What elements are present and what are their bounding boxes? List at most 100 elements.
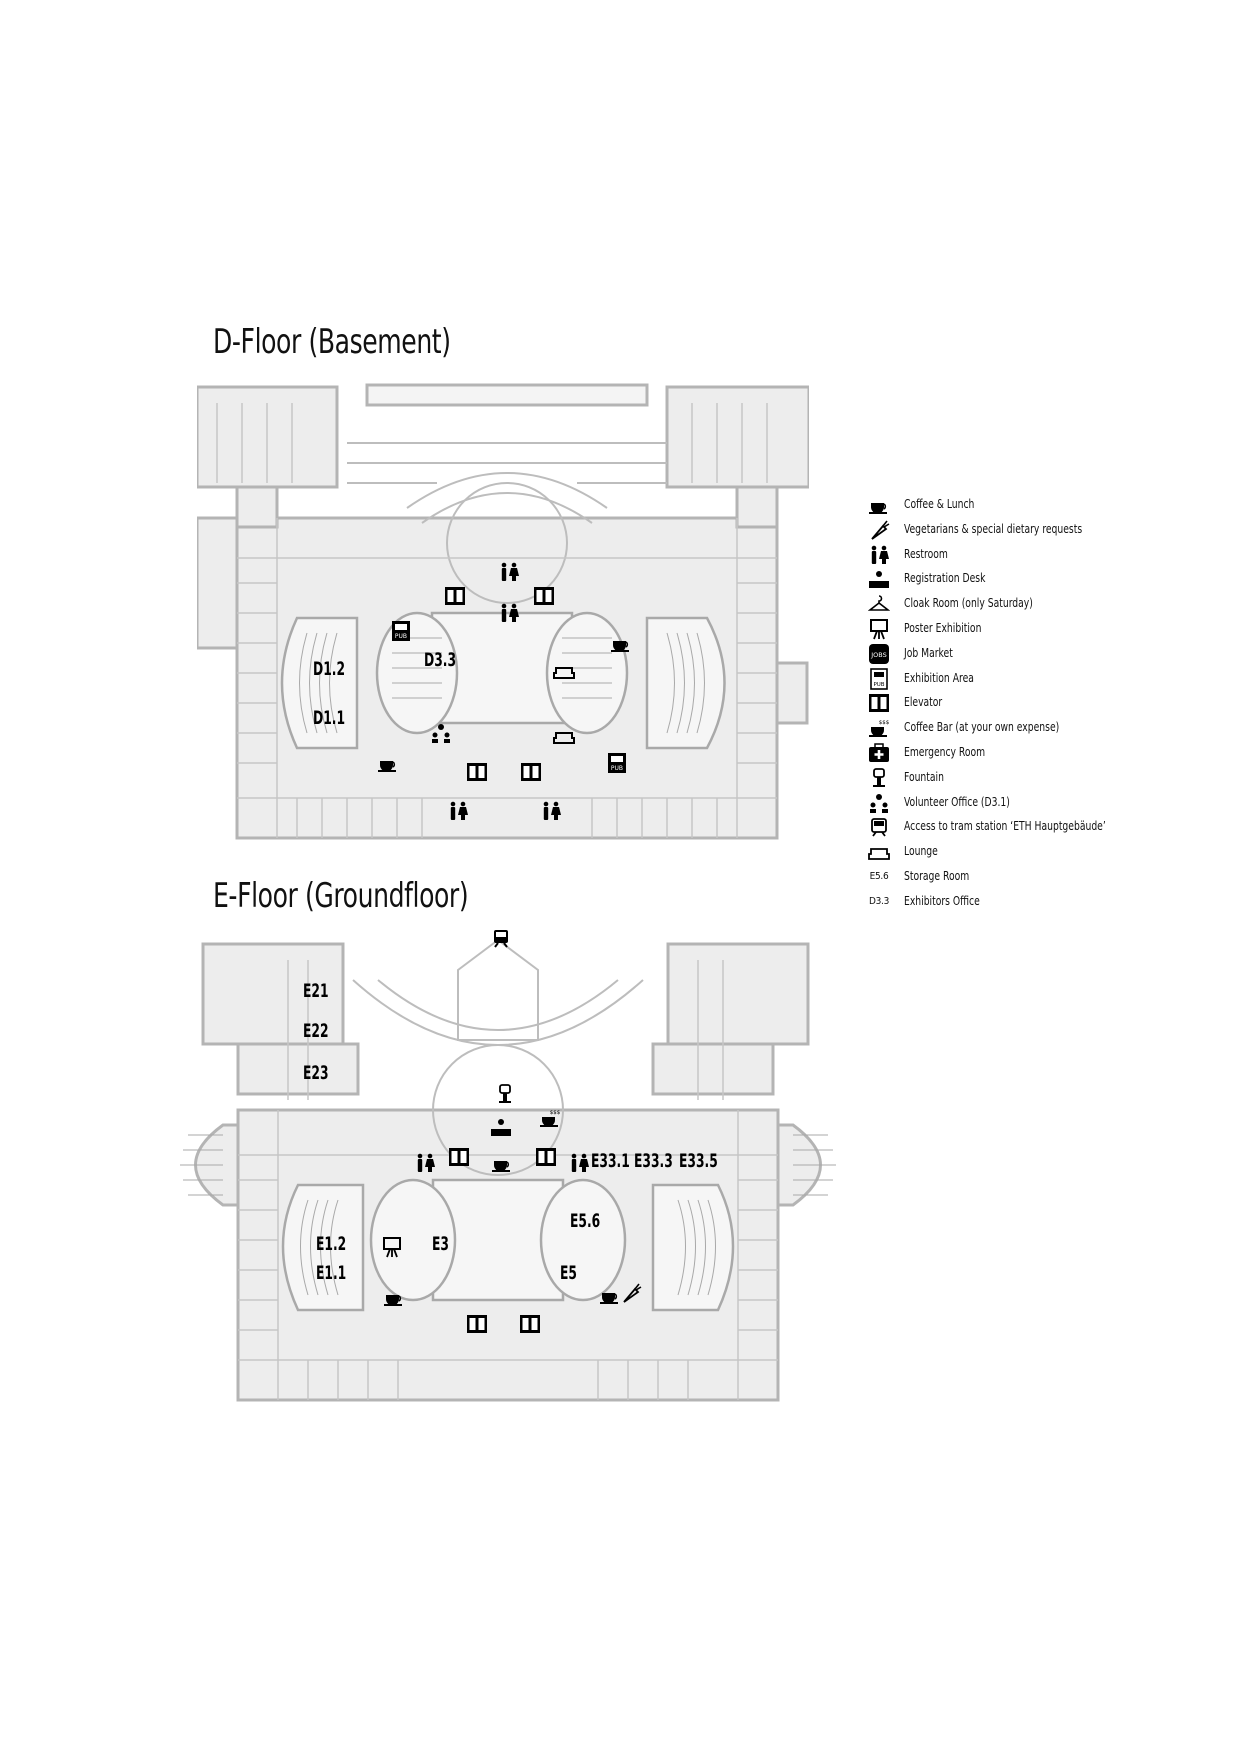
restroom-icon	[871, 545, 889, 564]
coffee-bar-icon: $$$	[869, 720, 890, 738]
carrot-icon	[871, 520, 890, 540]
sofa-icon	[868, 848, 890, 861]
room-label: E33.3	[634, 1150, 673, 1172]
hanger-icon	[868, 595, 890, 611]
exhibition-pub-icon: PUB	[608, 753, 626, 773]
legend-item: D3.3 Exhibitors Office	[868, 891, 1198, 916]
exhibition-pub-icon: PUB	[870, 667, 888, 690]
legend-item: Fountain	[868, 767, 1198, 792]
fountain-icon	[499, 1084, 511, 1103]
legend-item: PUB Exhibition Area	[868, 667, 1198, 693]
restroom-icon	[450, 801, 468, 820]
fountain-icon	[873, 767, 885, 787]
room-label: E1.2	[316, 1233, 347, 1255]
legend-item: Elevator	[868, 692, 1198, 717]
legend-label: Elevator	[904, 694, 943, 710]
room-label: E22	[303, 1020, 329, 1042]
first-aid-icon	[869, 743, 889, 762]
pub-text: PUB	[395, 633, 407, 640]
legend-label: Registration Desk	[904, 570, 986, 586]
legend-label: Coffee & Lunch	[904, 496, 975, 511]
volunteer-icon	[432, 724, 450, 743]
elevator-icon	[445, 587, 465, 605]
sofa-icon	[553, 732, 575, 744]
storage-room-code: E5.6	[869, 871, 889, 883]
elevator-icon	[467, 763, 487, 781]
coffee-cup-icon	[384, 1295, 402, 1306]
coffee-bar-icon: $$$	[540, 1110, 561, 1127]
tram-icon	[494, 930, 508, 948]
legend-item: Cloak Room (only Saturday)	[868, 593, 1198, 618]
legend-item: JOBS Job Market	[868, 643, 1198, 668]
legend-label: Volunteer Office (D3.1)	[904, 793, 1010, 809]
volunteer-icon	[870, 793, 888, 813]
legend-label: Poster Exhibition	[904, 619, 982, 635]
exhibitors-office-code: D3.3	[868, 896, 890, 908]
room-label: E5	[560, 1262, 577, 1284]
coffee-cup-icon	[492, 1161, 510, 1172]
registration-desk-icon	[869, 571, 889, 589]
room-label: E33.5	[679, 1150, 718, 1172]
legend-label: Emergency Room	[904, 743, 986, 759]
elevator-icon	[534, 587, 554, 605]
coffee-cup-icon	[378, 761, 396, 772]
legend-item: Lounge	[868, 841, 1198, 866]
restroom-icon	[501, 603, 519, 622]
pub-text: PUB	[873, 682, 884, 688]
room-label: E33.1	[591, 1150, 630, 1172]
coffee-cup-icon	[600, 1293, 618, 1304]
poster-easel-icon	[383, 1237, 401, 1258]
d-floor-plan	[197, 383, 809, 855]
legend-item: $$$ Coffee Bar (at your own expense)	[868, 717, 1198, 742]
exhibition-pub-icon: PUB	[392, 621, 410, 641]
room-label: E21	[303, 980, 329, 1002]
legend-label: Vegetarians & special dietary requests	[904, 520, 1083, 536]
legend-item: E5.6 Storage Room	[868, 866, 1198, 891]
coffee-bar-price-text: $$$	[550, 1110, 561, 1116]
restroom-icon	[543, 801, 561, 820]
sofa-icon	[553, 667, 575, 679]
e-floor-plan-drawing	[180, 940, 836, 1402]
room-label: E5.6	[570, 1210, 601, 1232]
legend-item: Vegetarians & special dietary requests	[868, 519, 1198, 544]
room-label: E23	[303, 1062, 329, 1084]
elevator-icon	[520, 1315, 540, 1333]
e-floor-plan	[168, 940, 848, 1410]
legend-label: Restroom	[904, 545, 948, 561]
legend-label: Exhibitors Office	[904, 892, 980, 908]
legend-item: Registration Desk	[868, 568, 1198, 593]
registration-desk-icon	[491, 1119, 511, 1136]
legend-label: Job Market	[904, 644, 953, 660]
legend-item: Access to tram station ‘ETH Hauptgebäude…	[868, 816, 1198, 841]
carrot-icon	[623, 1283, 642, 1303]
legend-item: Restroom	[868, 544, 1198, 569]
legend-label: Access to tram station ‘ETH Hauptgebäude…	[904, 818, 1106, 834]
legend-item: Emergency Room	[868, 742, 1198, 767]
coffee-cup-icon	[611, 641, 629, 652]
pub-text: PUB	[611, 765, 623, 772]
elevator-icon	[449, 1148, 469, 1166]
elevator-icon	[467, 1315, 487, 1333]
coffee-bar-price-text: $$$	[879, 720, 890, 726]
legend-item: Volunteer Office (D3.1)	[868, 792, 1198, 817]
poster-easel-icon	[870, 618, 888, 640]
elevator-icon	[869, 694, 889, 713]
restroom-icon	[417, 1153, 435, 1172]
legend-label: Exhibition Area	[904, 669, 974, 685]
d-floor-plan-drawing	[197, 383, 809, 840]
coffee-cup-icon	[869, 503, 887, 514]
room-label: E3	[432, 1233, 449, 1255]
room-label: D3.3	[424, 649, 457, 671]
legend-item: Coffee & Lunch	[868, 494, 1198, 519]
jobs-icon: JOBS	[869, 643, 889, 664]
legend-item: Poster Exhibition	[868, 618, 1198, 643]
jobs-text: JOBS	[870, 651, 887, 659]
room-label: D1.1	[313, 707, 346, 729]
room-label: E1.1	[316, 1262, 347, 1284]
e-floor-title: E-Floor (Groundfloor)	[213, 876, 469, 916]
legend-label: Lounge	[904, 843, 938, 859]
legend-label: Cloak Room (only Saturday)	[904, 595, 1033, 611]
legend-label: Storage Room	[904, 867, 970, 883]
elevator-icon	[536, 1148, 556, 1166]
room-label: D1.2	[313, 658, 346, 680]
